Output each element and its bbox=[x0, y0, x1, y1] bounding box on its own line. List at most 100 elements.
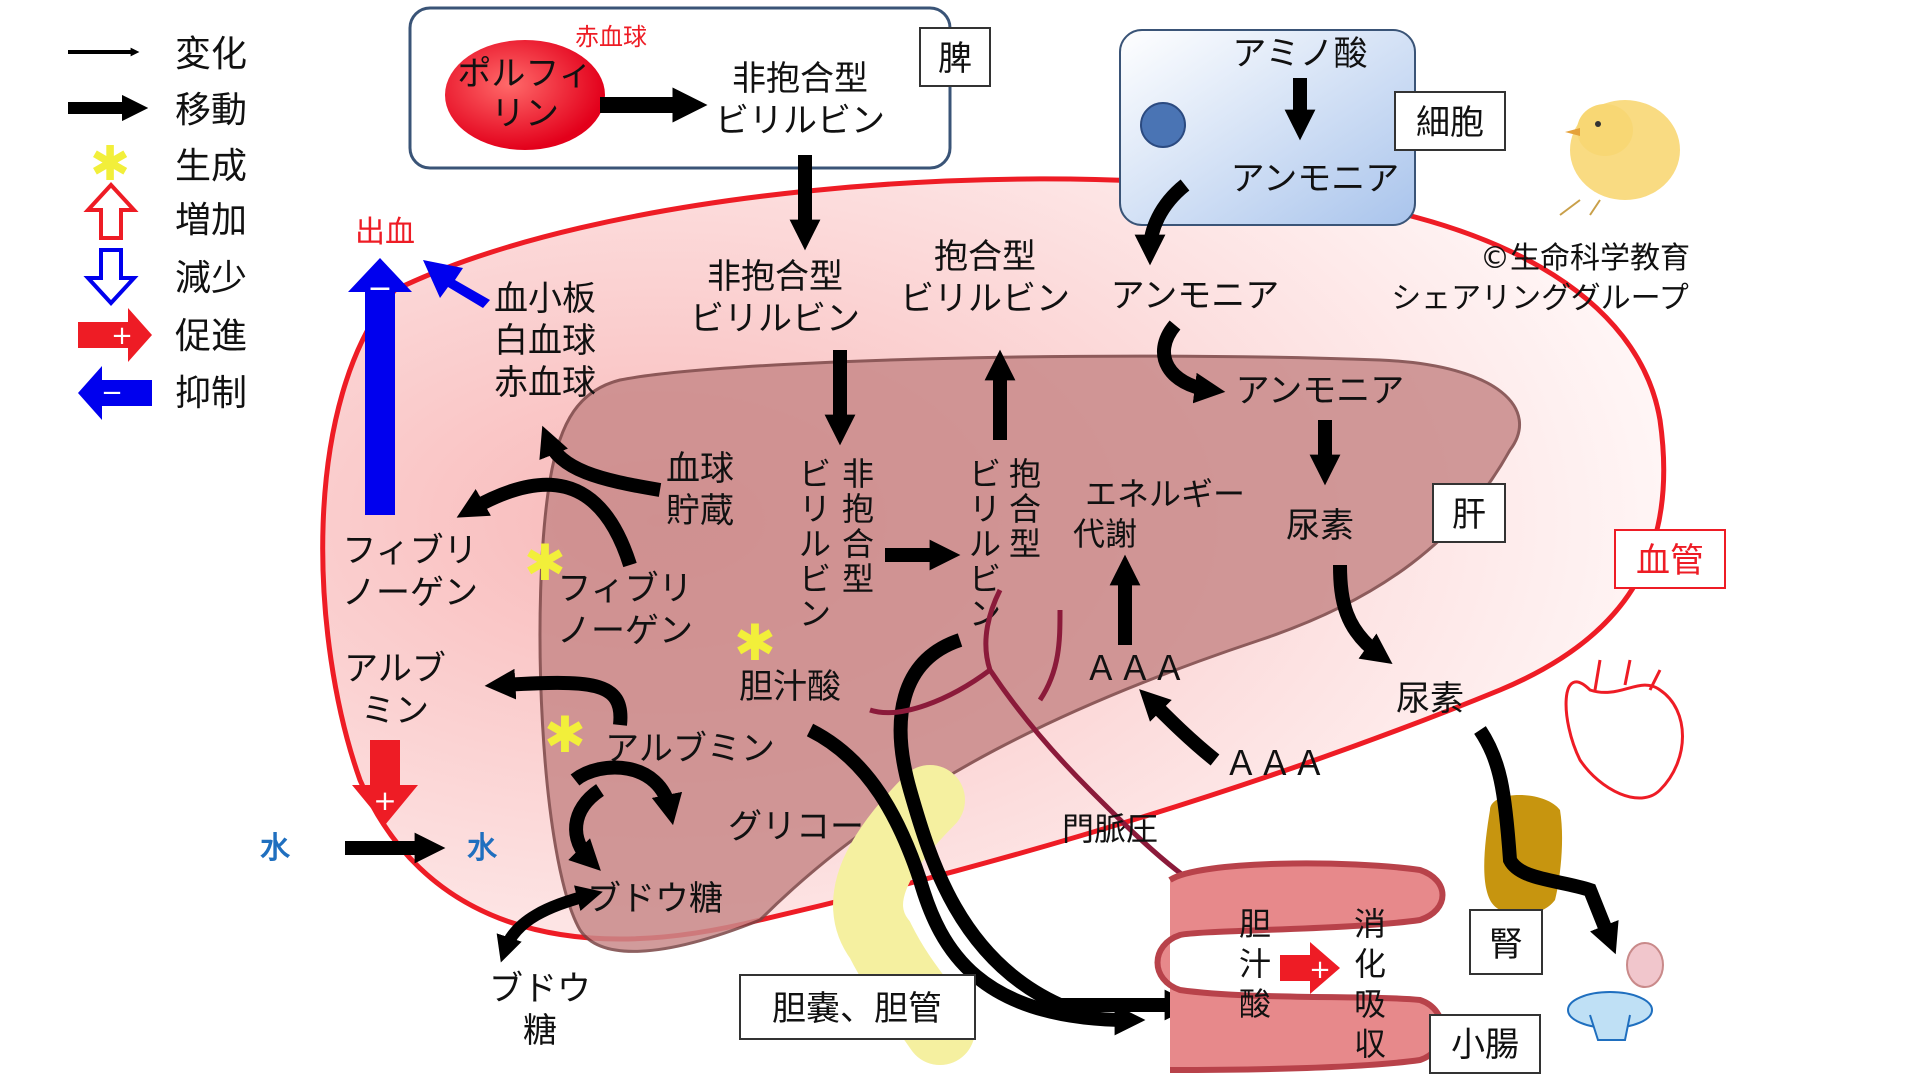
bleeding-arrow bbox=[348, 258, 412, 515]
spleen-unconj-line1: 非抱合型 bbox=[732, 59, 868, 99]
svg-text:合: 合 bbox=[1009, 490, 1041, 528]
legend-promote: 促進 bbox=[175, 316, 247, 357]
portal-vein bbox=[869, 588, 1271, 923]
svg-text:ビ: ビ bbox=[969, 560, 1001, 598]
bleeding-label: 出血 bbox=[355, 215, 415, 250]
svg-text:化: 化 bbox=[1354, 945, 1386, 983]
cell-ammonia-arrow bbox=[1134, 179, 1190, 266]
liver-fibrinogen-1: フィブリ bbox=[557, 569, 692, 609]
albumin-generate-icon: ✱ bbox=[544, 706, 586, 764]
liver-blood-storage-1: 血球 bbox=[666, 449, 734, 489]
platelets-line3: 赤血球 bbox=[494, 363, 596, 403]
svg-text:ン: ン bbox=[799, 595, 831, 633]
legend-decrease: 減少 bbox=[175, 258, 247, 299]
svg-text:吸: 吸 bbox=[1354, 985, 1386, 1023]
generate-icon: ✱ bbox=[90, 136, 130, 192]
glycogen-arrow bbox=[570, 760, 683, 826]
svg-text:抱: 抱 bbox=[842, 490, 874, 528]
svg-text:汁: 汁 bbox=[1239, 945, 1271, 983]
liver-energy-1: エネルギー bbox=[1085, 475, 1245, 513]
svg-text:−: − bbox=[101, 378, 123, 408]
svg-text:型: 型 bbox=[1009, 525, 1041, 563]
bile-acid-generate-icon: ✱ bbox=[734, 614, 776, 672]
kidney-shape bbox=[1484, 795, 1563, 915]
vessel-label-box bbox=[1614, 529, 1726, 589]
liver-aaa: ＡＡＡ bbox=[1084, 649, 1186, 689]
gallbladder-box bbox=[739, 974, 976, 1040]
portal-pressure-label: 門脈圧 bbox=[1062, 810, 1158, 848]
decrease-icon bbox=[83, 248, 139, 306]
vessel-fibrinogen-1: フィブリ bbox=[342, 531, 477, 571]
svg-text:非: 非 bbox=[842, 455, 874, 493]
albumin-arrow bbox=[484, 668, 628, 726]
liver-fibrinogen-2: ノーゲン bbox=[557, 611, 693, 651]
heart-illustration bbox=[1564, 659, 1684, 800]
cell-label: 細胞 bbox=[1416, 103, 1484, 143]
svg-text:酸: 酸 bbox=[1239, 985, 1271, 1023]
intestine-label-box bbox=[1429, 1014, 1541, 1074]
legend-move: 移動 bbox=[175, 90, 247, 131]
cell-label-box bbox=[1394, 91, 1506, 151]
cell-amino-acid: アミノ酸 bbox=[1232, 34, 1367, 74]
svg-text:ビ: ビ bbox=[799, 455, 831, 493]
platelets-line2: 白血球 bbox=[494, 321, 596, 361]
spleen-unconj-line2: ビリルビン bbox=[715, 101, 885, 141]
cell-nucleus bbox=[1140, 102, 1186, 148]
vessel-albumin-2: ミン bbox=[361, 691, 429, 731]
bile-promote-arrow bbox=[1280, 942, 1340, 994]
porphyrin-line2: リン bbox=[491, 94, 559, 134]
cell-ammonia: アンモニア bbox=[1231, 159, 1400, 199]
svg-text:胆: 胆 bbox=[1239, 905, 1271, 943]
svg-text:型: 型 bbox=[842, 560, 874, 598]
svg-text:ビ: ビ bbox=[799, 560, 831, 598]
storage-arrow bbox=[539, 425, 662, 497]
kidney-label: 腎 bbox=[1489, 925, 1523, 965]
liver-region bbox=[538, 354, 1521, 953]
copyright-line1: ©生命科学教育 bbox=[1480, 241, 1690, 276]
svg-text:+: + bbox=[1309, 955, 1331, 985]
legend-increase: 増加 bbox=[175, 200, 247, 241]
copyright-line2: シェアリンググループ bbox=[1391, 281, 1689, 316]
svg-text:消: 消 bbox=[1354, 905, 1386, 943]
conj-bilirubin-duct bbox=[893, 633, 1196, 1021]
spleen-label: 脾 bbox=[938, 39, 972, 79]
fibrinogen-arrow bbox=[456, 477, 637, 568]
promote-icon bbox=[78, 308, 152, 362]
legend-change: 変化 bbox=[175, 34, 247, 75]
water-in: 水 bbox=[467, 831, 498, 866]
urea-kidney-duct bbox=[1474, 726, 1619, 955]
urea-vessel-arrow bbox=[1333, 564, 1393, 664]
ammonia-liver-arrow bbox=[1157, 320, 1226, 404]
kidney-label-box bbox=[1469, 909, 1543, 975]
platelets-line1: 血小板 bbox=[494, 279, 596, 319]
svg-text:ル: ル bbox=[799, 525, 831, 563]
svg-text:合: 合 bbox=[842, 525, 874, 563]
liver-bile-acid: 胆汁酸 bbox=[739, 667, 841, 707]
vessel-unconj-1: 非抱合型 bbox=[707, 257, 843, 297]
inhibit-cell-arrow bbox=[423, 260, 490, 308]
vessel-ammonia: アンモニア bbox=[1111, 276, 1280, 316]
svg-text:ビ: ビ bbox=[969, 455, 1001, 493]
svg-text:+: + bbox=[373, 784, 396, 817]
aaa-uptake-arrow bbox=[1139, 689, 1220, 766]
liver-ammonia: アンモニア bbox=[1236, 371, 1405, 411]
liver-albumin: アルブミン bbox=[605, 729, 775, 769]
vessel-albumin-1: アルブ bbox=[344, 649, 446, 689]
chick-illustration bbox=[1559, 100, 1680, 216]
gallbladder-label: 胆嚢、胆管 bbox=[772, 989, 942, 1029]
svg-text:収: 収 bbox=[1354, 1025, 1386, 1063]
liver-label: 肝 bbox=[1452, 495, 1486, 535]
vessel-label: 血管 bbox=[1636, 541, 1704, 581]
svg-text:ル: ル bbox=[969, 525, 1001, 563]
inhibit-icon bbox=[78, 366, 152, 420]
rbc-label: 赤血球 bbox=[575, 23, 647, 51]
intestine-label: 小腸 bbox=[1451, 1025, 1519, 1065]
glucose-exchange-arrow bbox=[496, 885, 603, 963]
bile-acid-duct bbox=[806, 723, 1146, 1036]
intestine-digestion: 消 化 吸 収 bbox=[1354, 905, 1386, 1063]
vessel-conj-2: ビリルビン bbox=[900, 279, 1070, 319]
vessel-fibrinogen-2: ノーゲン bbox=[342, 573, 478, 613]
liver-blood-storage-2: 貯蔵 bbox=[666, 491, 734, 531]
porphyrin-line1: ポルフィ bbox=[457, 54, 592, 94]
